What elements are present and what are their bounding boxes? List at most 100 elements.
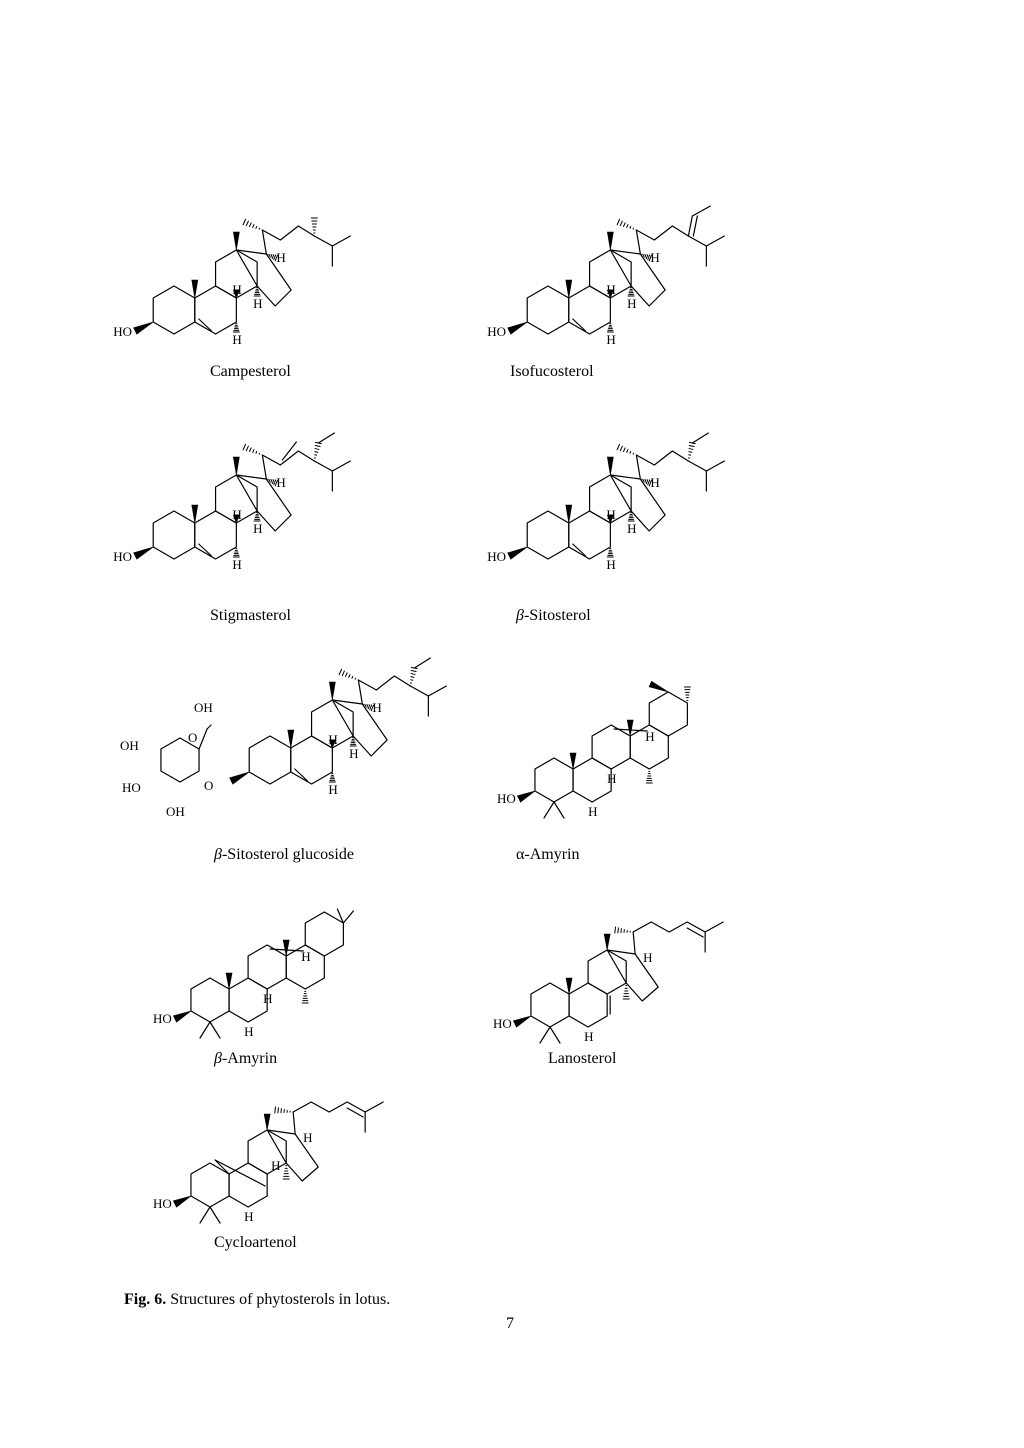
bond [687, 215, 693, 237]
hash-bond [351, 675, 354, 679]
hash-bond [249, 447, 252, 452]
hash-bond [367, 704, 371, 710]
hash-bond [314, 444, 321, 448]
compound-label-beta-sitosterol-glucoside: β-Sitosterol glucoside [214, 846, 354, 863]
hydrogen-label: H [253, 521, 262, 536]
hydrogen-label: H [328, 782, 337, 797]
hydrogen-label: H [263, 991, 272, 1006]
page-number: 7 [506, 1315, 514, 1332]
bond [686, 927, 704, 938]
compound-label-isofucosterol: Isofucosterol [510, 363, 594, 380]
hash-bond [645, 479, 649, 485]
hash-bond [410, 673, 416, 675]
hash-bond [314, 451, 319, 453]
bond [261, 229, 267, 255]
ring-bond [331, 699, 388, 757]
hydroxyl-label: HO [487, 324, 506, 339]
chain-bond [313, 235, 351, 247]
hydrogen-label: H [232, 282, 241, 297]
ring-bond [572, 757, 612, 803]
hydrogen-label: H [271, 1158, 280, 1173]
bond [691, 432, 709, 444]
ring-bond [534, 757, 574, 803]
hash-bond [616, 218, 621, 226]
hash-bond [648, 254, 652, 262]
hydrogen-label: H [650, 250, 659, 265]
hash-bond [270, 254, 273, 258]
hash-bond [252, 224, 255, 228]
hash-bond [273, 254, 277, 261]
hash-bond [688, 448, 694, 450]
bond [294, 768, 309, 782]
wedge-bond [229, 771, 250, 785]
ring-bond [587, 949, 627, 995]
hydrogen-label: H [244, 1209, 253, 1224]
hash-bond [644, 479, 647, 483]
wedge-bond [507, 546, 528, 560]
hash-bond [369, 704, 373, 711]
hash-bond [642, 478, 645, 482]
compound-label-cycloartenol: Cycloartenol [214, 1234, 297, 1251]
wedge-bond [512, 1015, 532, 1028]
ring-bond [290, 735, 333, 785]
hash-bond [273, 479, 277, 486]
bond [209, 1206, 221, 1224]
hydrogen-label: H [232, 507, 241, 522]
hash-bond [274, 254, 278, 262]
chain-bond [409, 685, 447, 697]
bond [549, 1026, 561, 1044]
oxygen-label: O [204, 778, 213, 793]
compound-label-beta-sitosterol: β-Sitosterol [516, 607, 591, 624]
hydrogen-label: H [627, 296, 636, 311]
wedge-bond [263, 1113, 271, 1131]
hash-bond [619, 445, 623, 452]
hash-bond [348, 674, 351, 678]
hydrogen-label: H [588, 804, 597, 819]
bond [691, 205, 711, 217]
hash-bond [345, 672, 348, 677]
hydroxyl-label: HO [487, 549, 506, 564]
ring-bond [247, 1129, 287, 1175]
hydrogen-label: H [643, 950, 652, 965]
bond [214, 1159, 230, 1175]
ring-bond [568, 285, 611, 335]
compound-label-campesterol: Campesterol [210, 363, 291, 380]
hash-bond [644, 254, 647, 258]
hash-bond [626, 449, 629, 453]
bond [539, 1026, 551, 1044]
ring-bond [190, 977, 230, 1023]
chain-bond [687, 235, 725, 247]
hash-bond [338, 668, 343, 676]
hash-bond [245, 445, 249, 452]
chain-bond [357, 675, 411, 691]
hash-bond [274, 1106, 276, 1114]
hydrogen-label: H [276, 475, 285, 490]
bond [261, 454, 267, 480]
hydrogen-label: H [349, 746, 358, 761]
ring-bond [526, 510, 570, 560]
wedge-bond [133, 321, 154, 335]
hydrogen-label: H [372, 700, 381, 715]
wedge-bond [606, 514, 614, 524]
hash-bond [366, 704, 369, 708]
hydrogen-label: H [606, 332, 615, 347]
hash-bond [271, 479, 275, 485]
wedge-bond [282, 939, 290, 957]
bond [346, 1107, 364, 1118]
hydrogen-label: H [584, 1029, 593, 1044]
wedge-bond [516, 790, 536, 803]
wedge-bond [565, 279, 573, 299]
bond [543, 801, 555, 819]
wedge-bond [287, 729, 295, 749]
hash-bond [274, 479, 278, 487]
hydrogen-label: H [328, 732, 337, 747]
hydroxyl-label: HO [153, 1196, 172, 1211]
ring-bond [609, 474, 666, 532]
hash-bond [249, 222, 252, 227]
hydroxyl-label: OH [120, 738, 139, 753]
bond [281, 441, 297, 461]
ring-bond [152, 285, 196, 335]
ring-bond [304, 911, 344, 957]
